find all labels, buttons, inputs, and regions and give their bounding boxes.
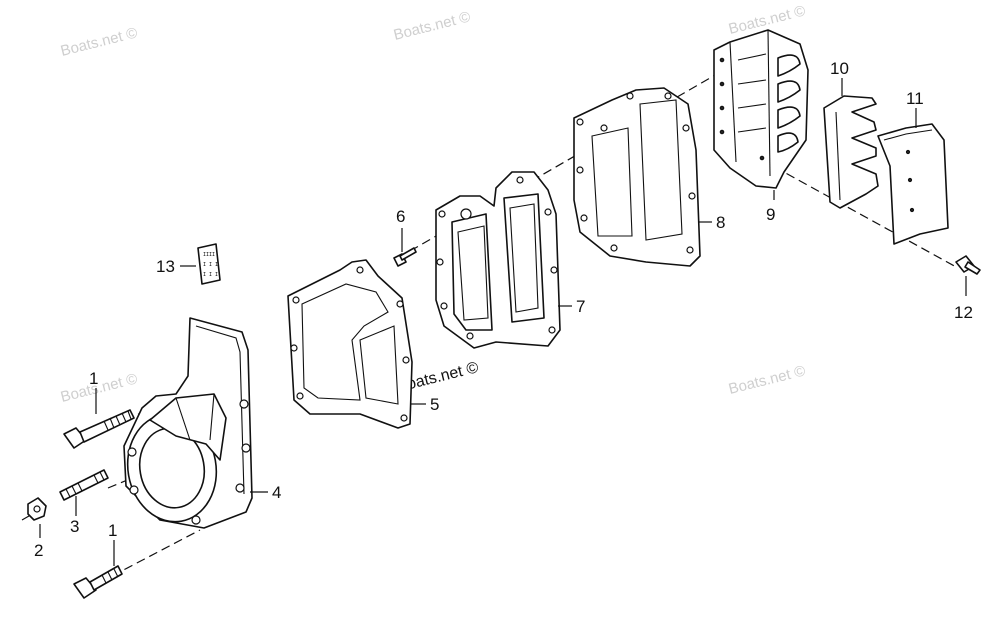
decal-line-3: I I I: [203, 272, 218, 278]
callout-7: 7: [576, 297, 585, 316]
callout-numbers: 1 1 2 3 4 5 6 7 8 9 10 11 12 13: [34, 59, 973, 560]
part-8-gasket: [573, 87, 701, 267]
callout-11: 11: [906, 89, 924, 108]
watermark-top-middle: Boats.net ©: [392, 8, 472, 44]
part-9-reed-cage: [713, 29, 809, 189]
callout-1-bottom: 1: [108, 521, 117, 540]
part-12-screw: [955, 255, 981, 275]
part-1-bolt-lower: [73, 565, 123, 599]
callout-6: 6: [396, 207, 405, 226]
part-5-gasket: [287, 259, 413, 429]
callout-2: 2: [34, 541, 43, 560]
callout-10: 10: [830, 59, 849, 78]
part-10-reed-petals: [823, 95, 879, 209]
watermark-right: Boats.net ©: [727, 362, 807, 398]
assembly-line-lower: [761, 159, 959, 269]
callout-9: 9: [766, 205, 775, 224]
decal-line-1: IIII: [203, 252, 215, 258]
part-4-adapter-housing: [123, 317, 253, 529]
part-7-reed-plate: [435, 171, 561, 349]
callout-13: 13: [156, 257, 175, 276]
watermark-top-left: Boats.net ©: [59, 24, 139, 60]
callout-12: 12: [954, 303, 973, 322]
callout-1-top: 1: [89, 369, 98, 388]
assembly-line-bolt-lower: [111, 529, 201, 577]
part-6-screw: [393, 247, 417, 267]
watermark-left: Boats.net ©: [59, 370, 139, 406]
part-3-stud: [59, 469, 109, 501]
callout-8: 8: [716, 213, 725, 232]
callout-4: 4: [272, 483, 281, 502]
part-13-decal: IIII I I I I I I: [197, 243, 221, 285]
callout-5: 5: [430, 395, 439, 414]
callout-3: 3: [70, 517, 79, 536]
part-11-reed-stop: [877, 123, 949, 245]
decal-line-2: I I I: [203, 262, 218, 268]
part-2-nut: [27, 497, 47, 521]
leader-lines: [39, 78, 967, 566]
part-1-bolt-upper: [63, 409, 135, 449]
